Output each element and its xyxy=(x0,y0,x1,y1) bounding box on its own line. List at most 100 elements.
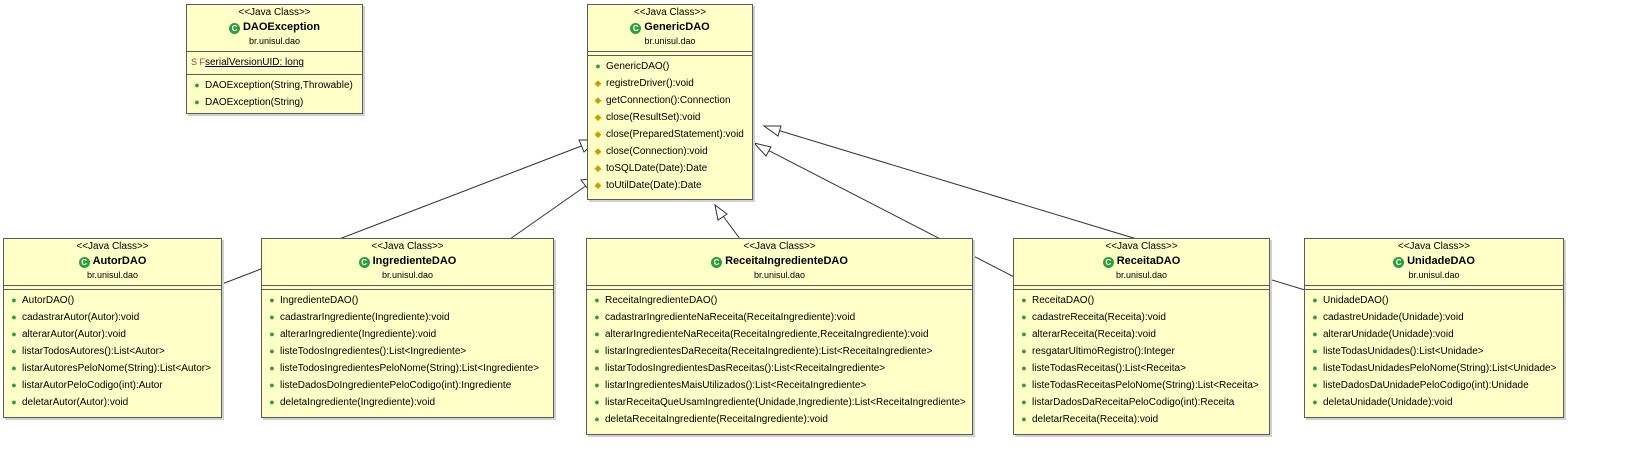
stereotype-label: <<Java Class>> xyxy=(743,241,816,252)
public-method-icon: ● xyxy=(11,380,17,390)
public-method-icon: ● xyxy=(594,380,600,390)
protected-method-icon: ◆ xyxy=(594,163,602,173)
public-method-icon: ● xyxy=(1312,363,1318,373)
stereotype-label: <<Java Class>> xyxy=(1105,241,1178,252)
constructor-icon: ● xyxy=(269,295,275,305)
public-method-icon: ● xyxy=(1021,312,1027,322)
package-label: br.unisul.dao xyxy=(381,270,434,280)
operation-row: ◆getConnection():Connection xyxy=(588,92,752,109)
public-method-icon: ● xyxy=(269,312,275,322)
divider xyxy=(1305,289,1563,290)
operation-compartment: ●DAOException(String,Throwable) ●DAOExce… xyxy=(187,75,362,113)
operation-row: ●listeTodasReceitasPeloNome(String):List… xyxy=(1014,377,1269,394)
operation-compartment: ●UnidadeDAO() ●cadastreUnidade(Unidade):… xyxy=(1305,290,1563,413)
public-method-icon: ● xyxy=(1021,397,1027,407)
operation-row: ●cadastrarAutor(Autor):void xyxy=(4,309,221,326)
operation-row: ●cadastreUnidade(Unidade):void xyxy=(1305,309,1563,326)
public-method-icon: ● xyxy=(269,346,275,356)
operation-row: ◆close(PreparedStatement):void xyxy=(588,126,752,143)
divider xyxy=(588,55,752,56)
divider xyxy=(587,289,972,290)
operation-row: ●listarDadosDaReceitaPeloCodigo(int):Rec… xyxy=(1014,394,1269,411)
operation-row: ●cadastrarIngredienteNaReceita(ReceitaIn… xyxy=(587,309,972,326)
public-method-icon: ● xyxy=(269,363,275,373)
operation-row: ●resgatarUltimoRegistro():Integer xyxy=(1014,343,1269,360)
operation-row: ●listarIngredientesDaReceita(ReceitaIngr… xyxy=(587,343,972,360)
operation-row: ◆toSQLDate(Date):Date xyxy=(588,160,752,177)
constructor-icon: ● xyxy=(1021,295,1027,305)
operation-row: ●listarTodosIngredientesDasReceitas():Li… xyxy=(587,360,972,377)
operation-compartment: ●ReceitaDAO() ●cadastreReceita(Receita):… xyxy=(1014,290,1269,430)
operation-row: ●GenericDAO() xyxy=(588,58,752,75)
divider xyxy=(262,285,553,286)
operation-row: ●cadastrarIngrediente(Ingrediente):void xyxy=(262,309,553,326)
public-method-icon: ● xyxy=(594,397,600,407)
public-method-icon: ● xyxy=(269,380,275,390)
constructor-icon: ● xyxy=(595,61,601,71)
operation-row: ●listeTodosIngredientes():List<Ingredien… xyxy=(262,343,553,360)
generalization-arrowhead xyxy=(714,203,728,221)
public-method-icon: ● xyxy=(1312,380,1318,390)
attribute-row: S FserialVersionUID: long xyxy=(187,54,362,71)
divider xyxy=(187,51,362,52)
public-method-icon: ● xyxy=(594,312,600,322)
operation-row: ●IngredienteDAO() xyxy=(262,292,553,309)
constructor-icon: ● xyxy=(194,80,200,90)
operation-row: ◆registreDriver():void xyxy=(588,75,752,92)
operation-row: ●listeTodasReceitas():List<Receita> xyxy=(1014,360,1269,377)
stereotype-label: <<Java Class>> xyxy=(633,7,707,18)
public-method-icon: ● xyxy=(1312,346,1318,356)
divider xyxy=(588,51,752,52)
constructor-icon: ● xyxy=(194,97,200,107)
public-method-icon: ● xyxy=(11,363,17,373)
constructor-icon: ● xyxy=(11,295,17,305)
operation-compartment: ●IngredienteDAO() ●cadastrarIngrediente(… xyxy=(262,290,553,413)
operation-row: ●ReceitaDAO() xyxy=(1014,292,1269,309)
operation-row: ●deletaUnidade(Unidade):void xyxy=(1305,394,1563,411)
public-method-icon: ● xyxy=(594,414,600,424)
operation-row: ●cadastreReceita(Receita):void xyxy=(1014,309,1269,326)
public-method-icon: ● xyxy=(11,312,17,322)
public-method-icon: ● xyxy=(1312,329,1318,339)
operation-row: ●deletaReceitaIngrediente(ReceitaIngredi… xyxy=(587,411,972,428)
operation-row: ●listeTodosIngredientesPeloNome(String):… xyxy=(262,360,553,377)
package-label: br.unisul.dao xyxy=(753,270,806,280)
protected-method-icon: ◆ xyxy=(594,112,602,122)
public-method-icon: ● xyxy=(269,329,275,339)
operation-row: ●alterarUnidade(Unidade):void xyxy=(1305,326,1563,343)
generalization-arrowhead xyxy=(762,125,782,137)
protected-method-icon: ◆ xyxy=(594,180,602,190)
operation-compartment: ●ReceitaIngredienteDAO() ●cadastrarIngre… xyxy=(587,290,972,430)
operation-row: ●deletaIngrediente(Ingrediente):void xyxy=(262,394,553,411)
protected-method-icon: ◆ xyxy=(594,78,602,88)
attribute-compartment: S FserialVersionUID: long xyxy=(187,52,362,74)
stereotype-label: <<Java Class>> xyxy=(76,241,149,252)
public-method-icon: ● xyxy=(594,363,600,373)
class-icon: C xyxy=(711,257,723,268)
class-icon: C xyxy=(1102,257,1114,268)
operation-row: ◆close(ResultSet):void xyxy=(588,109,752,126)
public-method-icon: ● xyxy=(1312,397,1318,407)
protected-method-icon: ◆ xyxy=(594,129,602,139)
operation-row: ●deletarReceita(Receita):void xyxy=(1014,411,1269,428)
package-label: br.unisul.dao xyxy=(1115,270,1168,280)
public-method-icon: ● xyxy=(11,397,17,407)
edge-receitadao-genericdao xyxy=(753,142,1021,281)
